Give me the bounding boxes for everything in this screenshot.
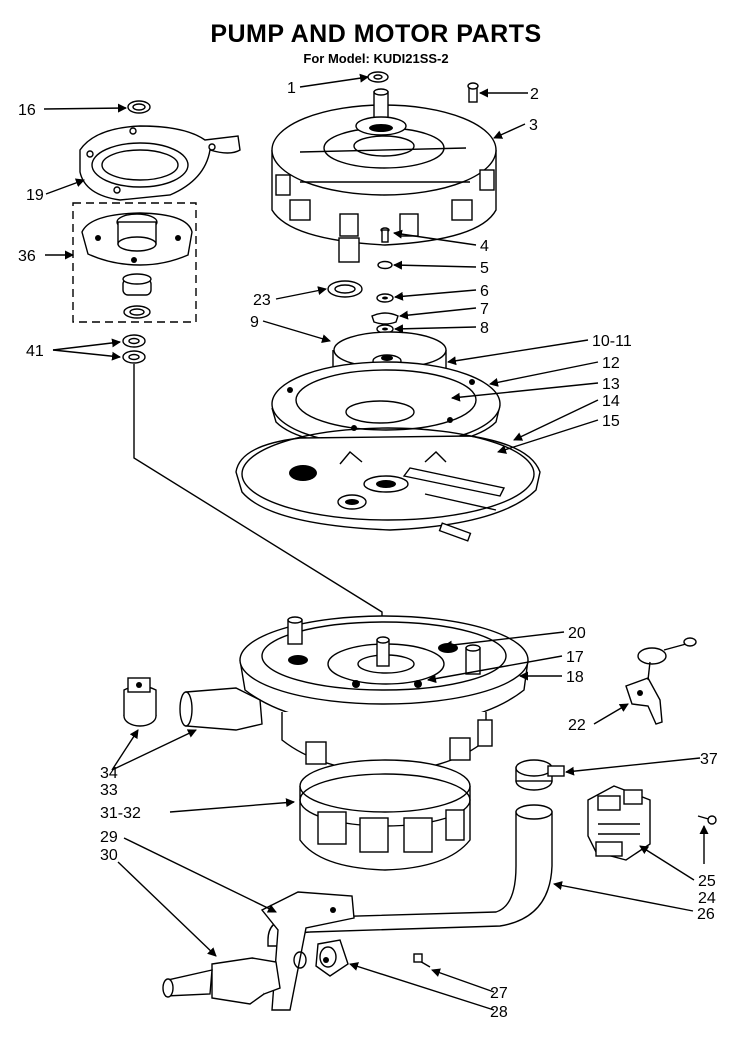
callout-14: 14 <box>602 393 620 410</box>
washer-41a <box>122 334 146 348</box>
callout-9: 9 <box>250 314 259 331</box>
callout-15: 15 <box>602 413 620 430</box>
page-title: PUMP AND MOTOR PARTS <box>210 20 542 48</box>
seal-23 <box>327 280 363 298</box>
callout-37: 37 <box>700 751 718 768</box>
callout-30: 30 <box>100 847 118 864</box>
motor-base-31-32 <box>299 759 471 871</box>
callout-8: 8 <box>480 320 489 337</box>
callout-6: 6 <box>480 283 489 300</box>
clip-7 <box>371 312 399 325</box>
leader-lines <box>43 73 709 1011</box>
seal-washer <box>123 305 151 319</box>
callout-34: 34 <box>100 765 118 782</box>
washer-41b <box>122 350 146 364</box>
callout-23: 23 <box>253 292 271 309</box>
screw-4 <box>380 227 390 243</box>
callout-25: 25 <box>698 873 716 890</box>
callout-26: 26 <box>697 906 715 923</box>
callout-28: 28 <box>490 1004 508 1021</box>
callout-2: 2 <box>530 86 539 103</box>
inlet-nozzle-33 <box>179 687 263 731</box>
o-ring-16 <box>127 100 151 114</box>
callout-7: 7 <box>480 301 489 318</box>
inlet-fitting-30 <box>162 957 281 1005</box>
nut-5 <box>377 260 393 270</box>
model-subtitle: For Model: KUDI21SS-2 <box>303 51 449 66</box>
callout-19: 19 <box>26 187 44 204</box>
callout-16: 16 <box>18 102 36 119</box>
seal-kit-dashed-box <box>72 202 197 323</box>
callout-22: 22 <box>568 717 586 734</box>
heater-lead-22 <box>625 637 697 725</box>
pump-housing-ring <box>271 361 501 449</box>
callout-12: 12 <box>602 355 620 372</box>
callout-20: 20 <box>568 625 586 642</box>
callout-24: 24 <box>698 890 716 907</box>
screw-27 <box>413 953 431 968</box>
gasket-19 <box>79 125 241 201</box>
callout-5: 5 <box>480 260 489 277</box>
callout-13: 13 <box>602 376 620 393</box>
screw-25 <box>697 815 717 825</box>
screw-2 <box>467 82 479 103</box>
motor-assembly <box>271 88 497 263</box>
pump-body <box>239 615 529 773</box>
callout-41: 41 <box>26 343 44 360</box>
sump-plate <box>235 427 541 542</box>
seal-kit-group <box>72 100 241 364</box>
callout-10-11: 10-11 <box>592 333 632 350</box>
washer-1 <box>367 71 389 83</box>
callout-36: 36 <box>18 248 36 265</box>
check-valve-28 <box>315 939 349 977</box>
callout-33: 33 <box>100 782 118 799</box>
callout-31-32: 31-32 <box>100 805 141 822</box>
hose-clamp-34 <box>123 677 157 727</box>
valve-bracket-29 <box>260 891 355 1011</box>
callout-27: 27 <box>490 985 508 1002</box>
hose-clamp-37 <box>515 759 565 791</box>
callout-labels: 1 2 3 4 5 6 7 8 23 9 10-11 12 13 14 15 1… <box>18 80 718 1021</box>
callout-29: 29 <box>100 829 118 846</box>
callout-18: 18 <box>566 669 584 686</box>
callout-3: 3 <box>529 117 538 134</box>
thermostat-switch-24 <box>587 785 651 861</box>
callout-1: 1 <box>287 80 296 97</box>
callout-17: 17 <box>566 649 584 666</box>
callout-4: 4 <box>480 238 489 255</box>
